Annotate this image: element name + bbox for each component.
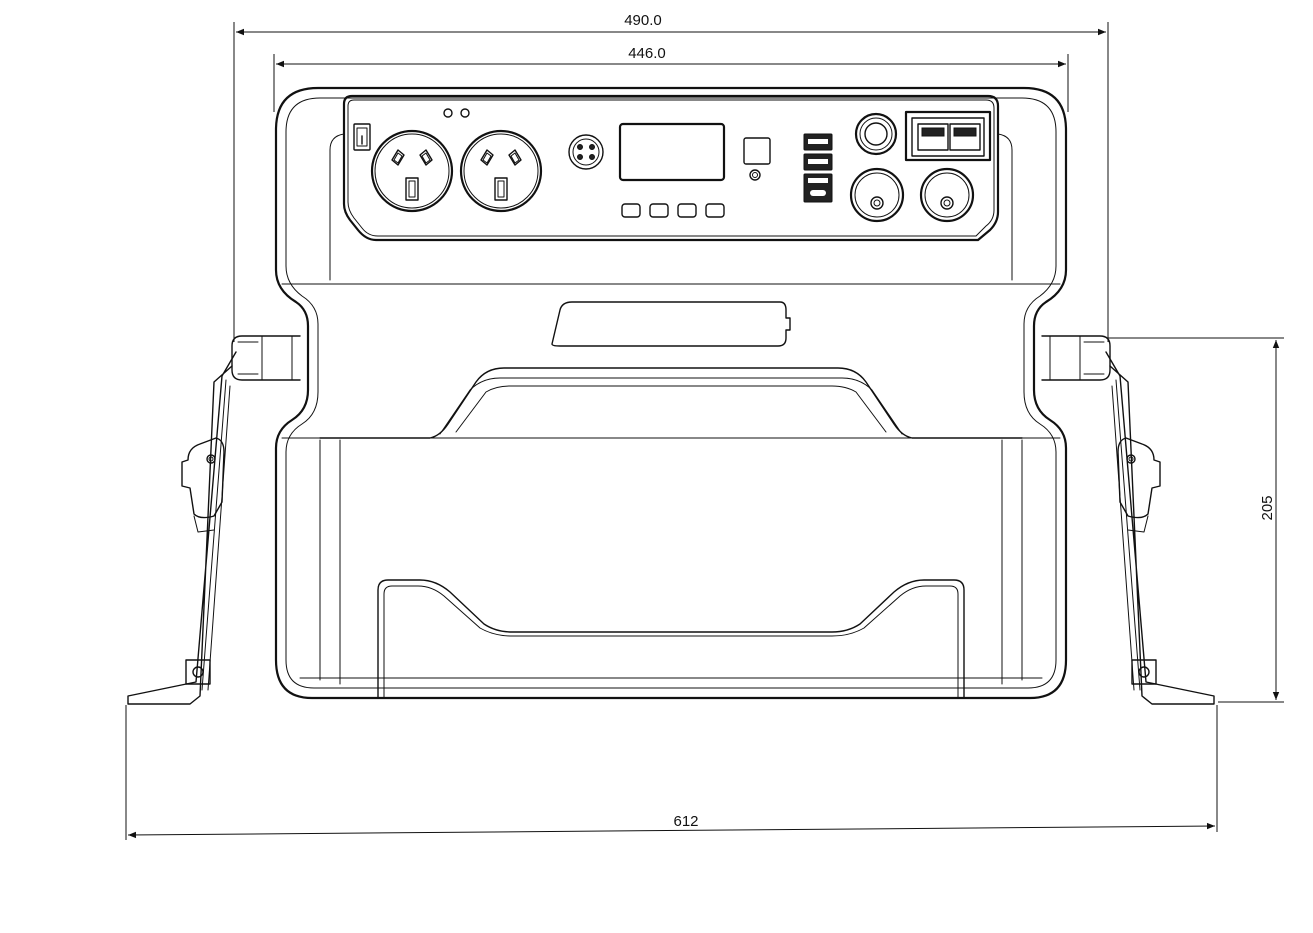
dimension-height: 205 — [1108, 337, 1284, 703]
power-switch[interactable] — [353, 123, 371, 151]
australian-power-outlet-icon — [391, 149, 405, 166]
dimension-bracket-span: 612 — [125, 705, 1218, 840]
cigarette-socket-icon[interactable] — [854, 112, 898, 156]
control-button-4[interactable] — [705, 203, 725, 218]
square-button[interactable] — [743, 137, 771, 165]
usb-port-icon[interactable] — [803, 133, 833, 151]
ac-outlet-right[interactable] — [459, 129, 543, 213]
handle-recess — [319, 367, 1023, 439]
dimension-label-205: 205 — [1259, 495, 1276, 520]
dimension-label-612: 612 — [673, 813, 698, 830]
usb-ports — [803, 133, 833, 203]
dimension-body-width: 446.0 — [273, 45, 1069, 112]
round-connector[interactable] — [568, 134, 604, 170]
control-button-3[interactable] — [677, 203, 697, 218]
dimension-label-446: 446.0 — [628, 45, 666, 62]
australian-power-outlet-icon — [480, 149, 494, 166]
usb-port-icon[interactable] — [803, 153, 833, 171]
control-panel — [342, 94, 1000, 242]
front-pocket — [377, 579, 965, 699]
indicator-leds — [443, 108, 470, 118]
ac-outlet-left[interactable] — [370, 129, 454, 213]
mounting-bracket-right — [1041, 335, 1215, 705]
dimension-label-490: 490.0 — [624, 12, 662, 29]
dc-socket-left[interactable] — [849, 167, 905, 223]
usb-port-icon[interactable] — [803, 173, 833, 203]
mounting-bracket-left — [127, 335, 301, 705]
dc-socket-right[interactable] — [919, 167, 975, 223]
small-round-button[interactable] — [749, 169, 761, 181]
brand-recess — [551, 301, 791, 347]
control-button-1[interactable] — [621, 203, 641, 218]
anderson-connector-icon[interactable] — [904, 110, 992, 162]
lcd-display-icon — [618, 122, 726, 182]
control-buttons[interactable] — [621, 203, 725, 218]
dimension-overall-width: 490.0 — [233, 12, 1109, 342]
control-button-2[interactable] — [649, 203, 669, 218]
